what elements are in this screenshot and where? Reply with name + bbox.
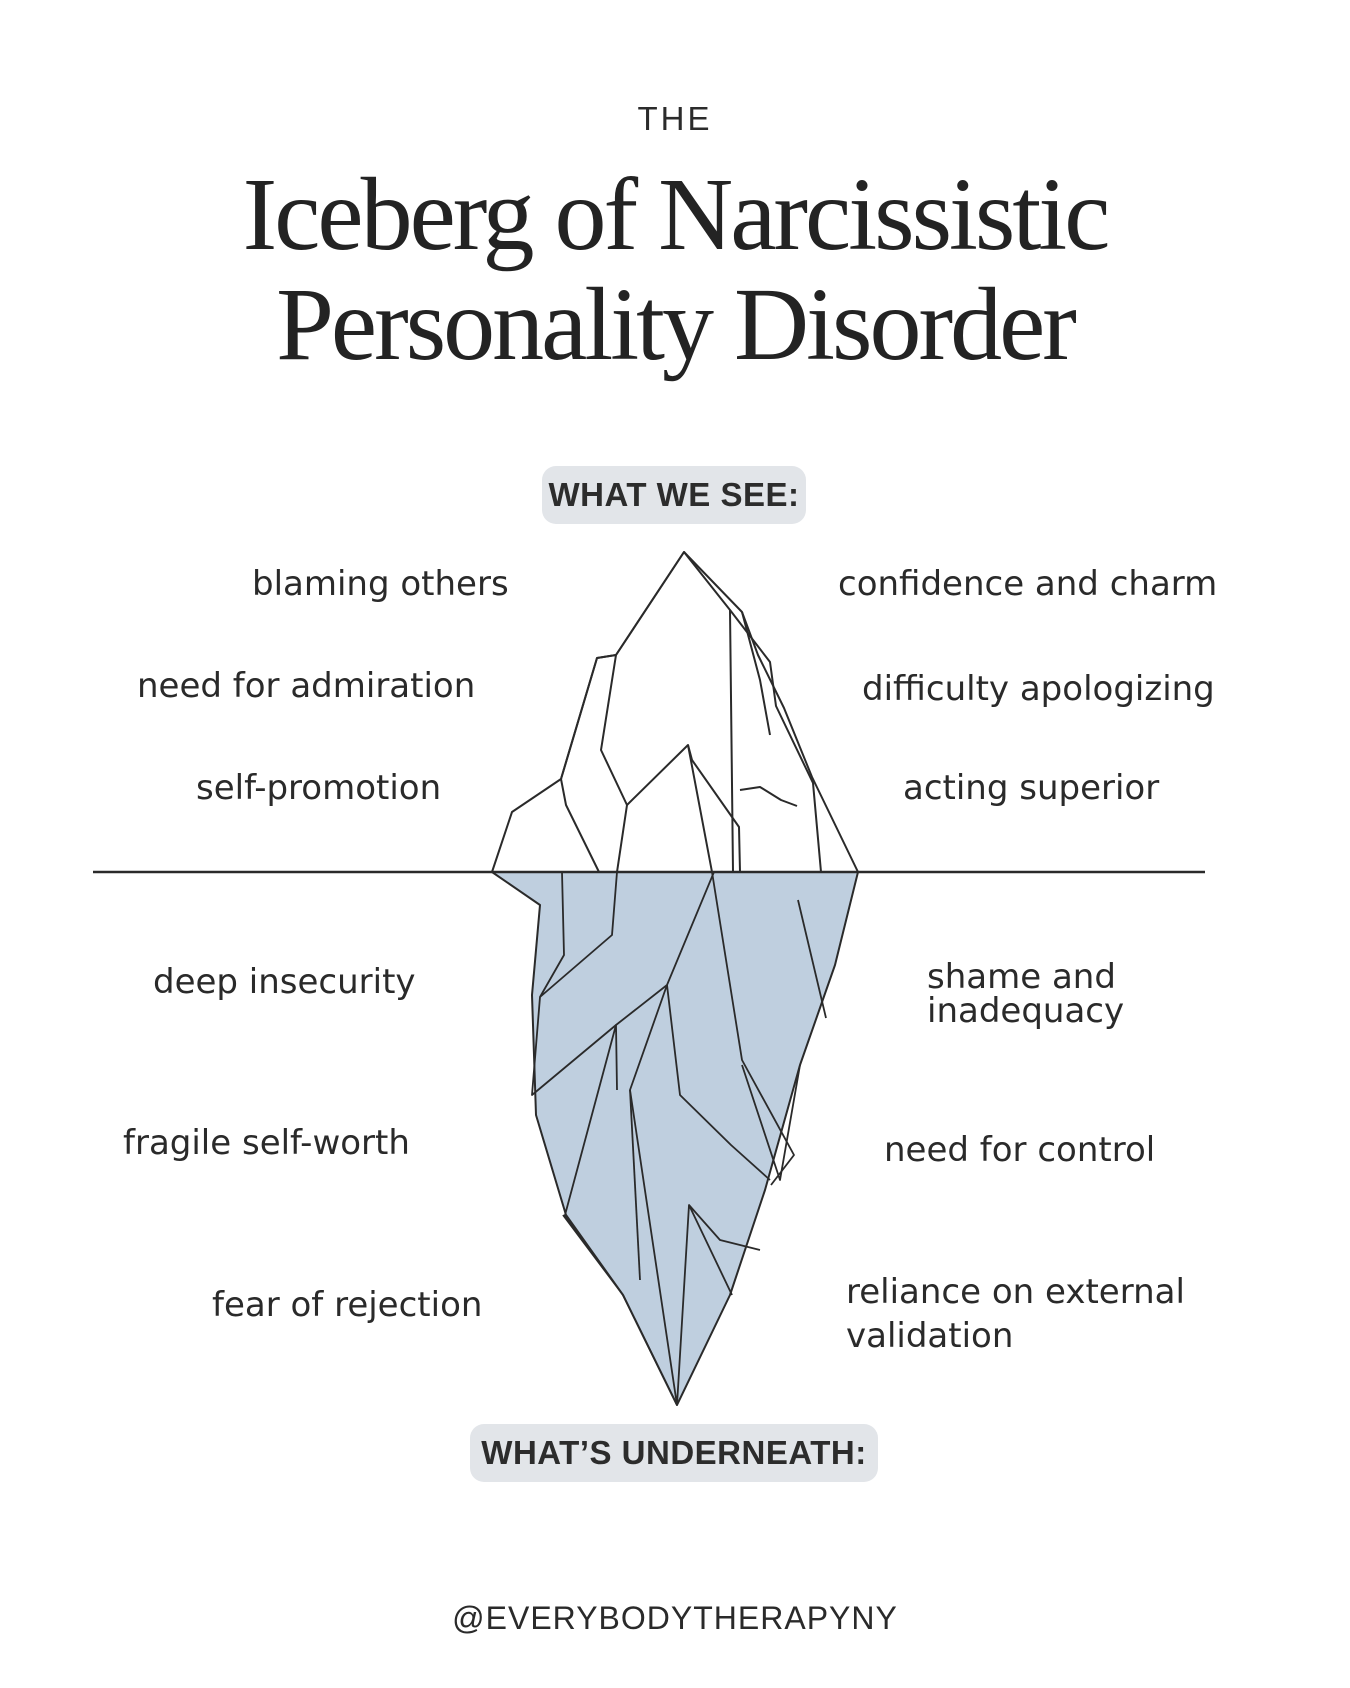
label-need-for-admiration: need for admiration: [137, 666, 476, 706]
label-fragile-self-worth: fragile self-worth: [123, 1123, 410, 1163]
label-confidence-and-charm: confidence and charm: [838, 564, 1218, 604]
label-acting-superior: acting superior: [903, 768, 1160, 808]
page-title: Iceberg of Narcissistic Personality Diso…: [0, 160, 1350, 380]
label-difficulty-apologizing: difficulty apologizing: [862, 669, 1215, 709]
title-kicker: THE: [637, 100, 713, 137]
label-reliance-on-external-validation: reliance on external validation: [846, 1272, 1185, 1356]
label-shame-and-inadequacy: shame and inadequacy: [927, 957, 1125, 1031]
label-deep-insecurity: deep insecurity: [153, 962, 416, 1002]
title-line-2: Personality Disorder: [276, 267, 1077, 382]
footer-handle: @EVERYBODYTHERAPYNY: [452, 1600, 898, 1636]
label-fear-of-rejection: fear of rejection: [212, 1285, 483, 1325]
iceberg-above-water: [491, 551, 859, 873]
iceberg-underwater-fill: [491, 871, 859, 1406]
whats-underneath-badge: WHAT’S UNDERNEATH:: [470, 1424, 878, 1482]
iceberg-above-facets: [560, 551, 822, 873]
iceberg-underwater-facets: [531, 871, 827, 1406]
label-need-for-control: need for control: [884, 1130, 1156, 1170]
label-blaming-others: blaming others: [252, 564, 509, 604]
title-line-1: Iceberg of Narcissistic: [242, 157, 1111, 272]
what-we-see-badge: WHAT WE SEE:: [542, 466, 806, 524]
label-self-promotion: self-promotion: [196, 768, 442, 808]
